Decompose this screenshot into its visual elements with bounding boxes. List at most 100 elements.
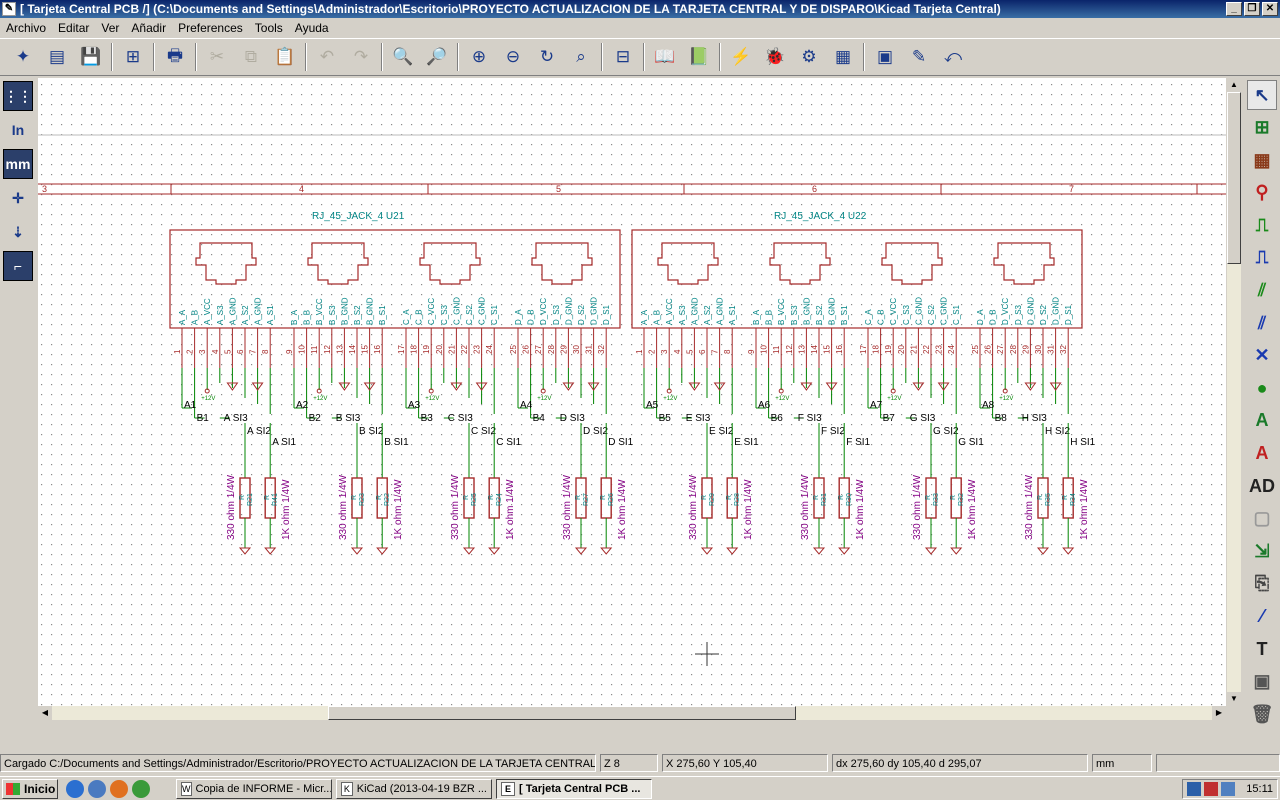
find-replace-icon[interactable]: 🔎 bbox=[426, 47, 448, 66]
grid-toggle-icon[interactable]: ⋮⋮ bbox=[3, 81, 33, 111]
minimize-button[interactable]: _ bbox=[1226, 2, 1242, 16]
cvpcb-icon[interactable]: ▣ bbox=[876, 47, 894, 66]
add-power-icon[interactable]: ⚲ bbox=[1255, 182, 1269, 203]
task-label: [ Tarjeta Central PCB ... bbox=[519, 782, 641, 795]
add-sheet-pin-icon[interactable]: ⎘ bbox=[1254, 573, 1270, 594]
pcbnew-icon[interactable]: ✎ bbox=[911, 47, 927, 66]
annotate-icon[interactable]: ⚡ bbox=[730, 47, 752, 66]
media-quicklaunch-icon[interactable] bbox=[110, 779, 128, 798]
horizontal-scroll-thumb[interactable] bbox=[328, 706, 796, 720]
resistor-symbol-letter: R bbox=[239, 495, 246, 500]
new-schematic-icon[interactable]: ✦ bbox=[15, 47, 31, 66]
redraw-icon[interactable]: ↻ bbox=[539, 47, 555, 66]
ie-quicklaunch-icon[interactable] bbox=[66, 779, 84, 798]
library-browser-icon[interactable]: 📗 bbox=[688, 47, 710, 66]
paste-icon[interactable]: 📋 bbox=[274, 47, 296, 66]
add-bus-icon[interactable]: ⎍ bbox=[1255, 247, 1269, 268]
frame-column-label: 3 bbox=[42, 184, 47, 194]
units-mm-icon[interactable]: mm bbox=[3, 149, 33, 179]
scroll-up-arrow[interactable]: ▲ bbox=[1227, 78, 1241, 92]
scroll-right-arrow[interactable]: ▶ bbox=[1212, 706, 1226, 720]
add-wire-icon[interactable]: ⎍ bbox=[1255, 214, 1269, 235]
hierarchy-push-pop-icon[interactable]: ⊞ bbox=[1254, 117, 1270, 138]
redo-icon[interactable]: ↷ bbox=[353, 47, 369, 66]
page-settings-icon[interactable]: ⊞ bbox=[125, 47, 141, 66]
volume-tray-icon[interactable] bbox=[1221, 782, 1236, 796]
delete-icon[interactable]: 🗑 bbox=[1250, 703, 1274, 724]
add-hierarchical-label-icon[interactable]: AD bbox=[1249, 475, 1275, 496]
rj45-jack-outline bbox=[993, 242, 1055, 285]
network-tray-icon[interactable] bbox=[1187, 782, 1202, 796]
add-image-icon[interactable]: ▣ bbox=[1253, 671, 1271, 692]
menu-tools[interactable]: Tools bbox=[254, 21, 283, 35]
close-button[interactable]: ✕ bbox=[1262, 2, 1278, 16]
cursor-shape-icon[interactable]: ✛ bbox=[12, 189, 24, 206]
undo-icon[interactable]: ↶ bbox=[319, 47, 335, 66]
add-wire-entry-icon[interactable]: ⫽ bbox=[1257, 280, 1267, 301]
hidden-pins-icon[interactable]: ⇣ bbox=[12, 223, 24, 240]
erc-icon[interactable]: 🐞 bbox=[764, 47, 786, 66]
pin-name: B_GND bbox=[340, 297, 349, 325]
pin-number: 20 bbox=[897, 345, 906, 354]
select-arrow-icon[interactable]: ↖ bbox=[1247, 80, 1277, 110]
pin-number: 11 bbox=[772, 345, 781, 354]
add-bus-entry-icon[interactable]: ⫽ bbox=[1257, 312, 1267, 333]
scroll-down-arrow[interactable]: ▼ bbox=[1227, 692, 1241, 706]
hierarchy-navigator-icon[interactable]: ⊟ bbox=[615, 47, 631, 66]
add-junction-icon[interactable]: ● bbox=[1256, 377, 1268, 398]
bom-icon[interactable]: ▦ bbox=[834, 47, 852, 66]
no-connect-icon[interactable]: ✕ bbox=[1254, 345, 1270, 366]
print-icon[interactable]: 🖶 bbox=[166, 45, 184, 65]
menu-preferences[interactable]: Preferences bbox=[178, 21, 243, 35]
pin-name: B_S3 bbox=[790, 305, 799, 325]
add-component-icon[interactable]: ▦ bbox=[1253, 149, 1271, 170]
cut-icon[interactable]: ✂ bbox=[209, 47, 225, 66]
open-schematic-icon[interactable]: ▤ bbox=[48, 47, 66, 66]
menu-archivo[interactable]: Archivo bbox=[6, 21, 47, 35]
chrome-quicklaunch-icon[interactable] bbox=[132, 779, 150, 798]
menu-ayuda[interactable]: Ayuda bbox=[294, 21, 329, 35]
menu-aadir[interactable]: Añadir bbox=[131, 21, 167, 35]
scroll-left-arrow[interactable]: ◀ bbox=[38, 706, 52, 720]
menu-editar[interactable]: Editar bbox=[58, 21, 90, 35]
ground-symbol bbox=[376, 547, 389, 555]
resistor-symbol-letter: R bbox=[488, 495, 495, 500]
connector-title: RJ_45_JACK_4 U21 bbox=[312, 211, 405, 222]
horizontal-scrollbar[interactable]: ◀ ▶ bbox=[38, 706, 1226, 720]
pin-number: 19 bbox=[422, 345, 431, 354]
pin-name: B_S2 bbox=[353, 305, 362, 325]
vertical-scrollbar[interactable]: ▲ ▼ bbox=[1227, 78, 1241, 706]
add-graphic-line-icon[interactable]: ⁄ bbox=[1260, 606, 1264, 626]
units-inch-icon[interactable]: In bbox=[11, 122, 25, 138]
netlist-icon[interactable]: ⚙ bbox=[801, 47, 817, 66]
copy-icon[interactable]: ⧉ bbox=[244, 47, 258, 66]
add-global-label-icon[interactable]: A bbox=[1255, 443, 1269, 464]
library-editor-icon[interactable]: 📖 bbox=[654, 47, 676, 66]
taskbar-button[interactable]: E[ Tarjeta Central PCB ... bbox=[496, 778, 652, 799]
find-icon[interactable]: 🔍 bbox=[392, 47, 414, 66]
import-sheet-pin-icon[interactable]: ⇲ bbox=[1254, 540, 1270, 561]
security-tray-icon[interactable] bbox=[1204, 782, 1219, 796]
add-hierarchical-sheet-icon[interactable]: ▢ bbox=[1253, 508, 1271, 529]
net-label: B8 bbox=[995, 413, 1008, 424]
zoom-in-icon[interactable]: ⊕ bbox=[471, 47, 487, 66]
add-net-label-icon[interactable]: A bbox=[1255, 410, 1269, 431]
resistor-value: 1K ohm 1/4W bbox=[281, 479, 292, 540]
menu-ver[interactable]: Ver bbox=[101, 21, 120, 35]
toolbar-separator bbox=[305, 43, 307, 71]
bus-wire-orientation-icon[interactable]: ⌐ bbox=[3, 251, 33, 281]
save-icon[interactable]: 💾 bbox=[80, 47, 102, 66]
add-text-icon[interactable]: T bbox=[1256, 638, 1268, 659]
vertical-scroll-thumb[interactable] bbox=[1227, 92, 1241, 264]
resistor-reference: R24 bbox=[496, 493, 503, 506]
maximize-button[interactable]: ❐ bbox=[1244, 2, 1260, 16]
explorer-quicklaunch-icon[interactable] bbox=[88, 779, 106, 798]
zoom-fit-icon[interactable]: ⌕ bbox=[576, 47, 586, 66]
back-annotate-icon[interactable]: ⤺ bbox=[943, 47, 963, 66]
power-label: +12V bbox=[887, 396, 901, 402]
start-button[interactable]: Inicio bbox=[2, 778, 58, 799]
zoom-out-icon[interactable]: ⊖ bbox=[505, 47, 521, 66]
